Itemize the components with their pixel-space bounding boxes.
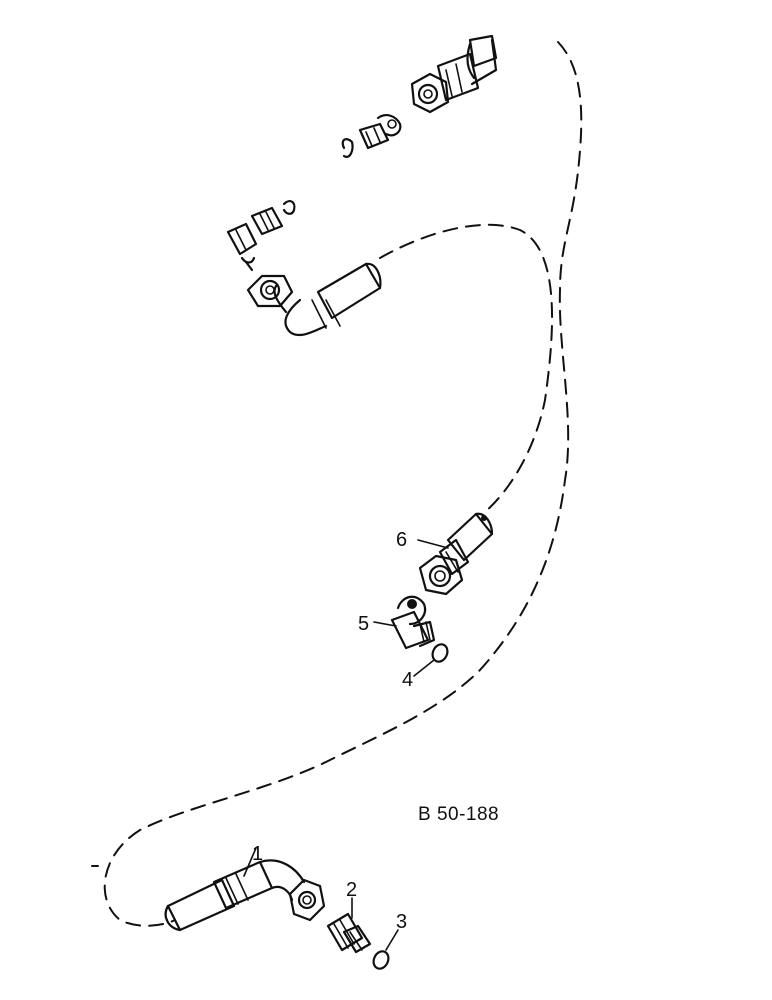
figure-code: B 50-188 — [418, 804, 499, 825]
callout-numbers: 1 2 3 4 5 6 — [252, 529, 413, 933]
part-5-elbow-adapter — [390, 595, 436, 650]
mid-left-small-fittings — [226, 200, 296, 272]
leader-4 — [413, 659, 435, 677]
callout-2: 2 — [346, 879, 357, 901]
callout-6: 6 — [396, 529, 407, 551]
callout-3: 3 — [396, 911, 407, 933]
leader-6 — [417, 539, 449, 549]
hose-route-inner — [379, 223, 553, 513]
upper-small-fittings — [341, 114, 402, 158]
part-4-o-ring — [431, 643, 449, 663]
leader-3 — [385, 929, 399, 951]
callout-5: 5 — [358, 613, 369, 635]
part-3-o-ring — [372, 950, 390, 970]
part-6-hose-fitting — [418, 512, 494, 596]
upper-hose-end-straight — [410, 34, 498, 114]
part-2-straight-adapter — [326, 912, 372, 954]
hose-route-outer — [103, 41, 583, 927]
leader-5 — [373, 621, 397, 627]
callout-1: 1 — [252, 843, 263, 865]
part-1-lower-elbow-hose-fitting — [164, 859, 326, 932]
hose-route-lines — [91, 41, 583, 927]
callout-leader-lines — [243, 539, 449, 951]
upper-elbow-hose-fitting — [246, 262, 382, 337]
callout-4: 4 — [402, 669, 413, 691]
leader-1 — [243, 847, 257, 877]
